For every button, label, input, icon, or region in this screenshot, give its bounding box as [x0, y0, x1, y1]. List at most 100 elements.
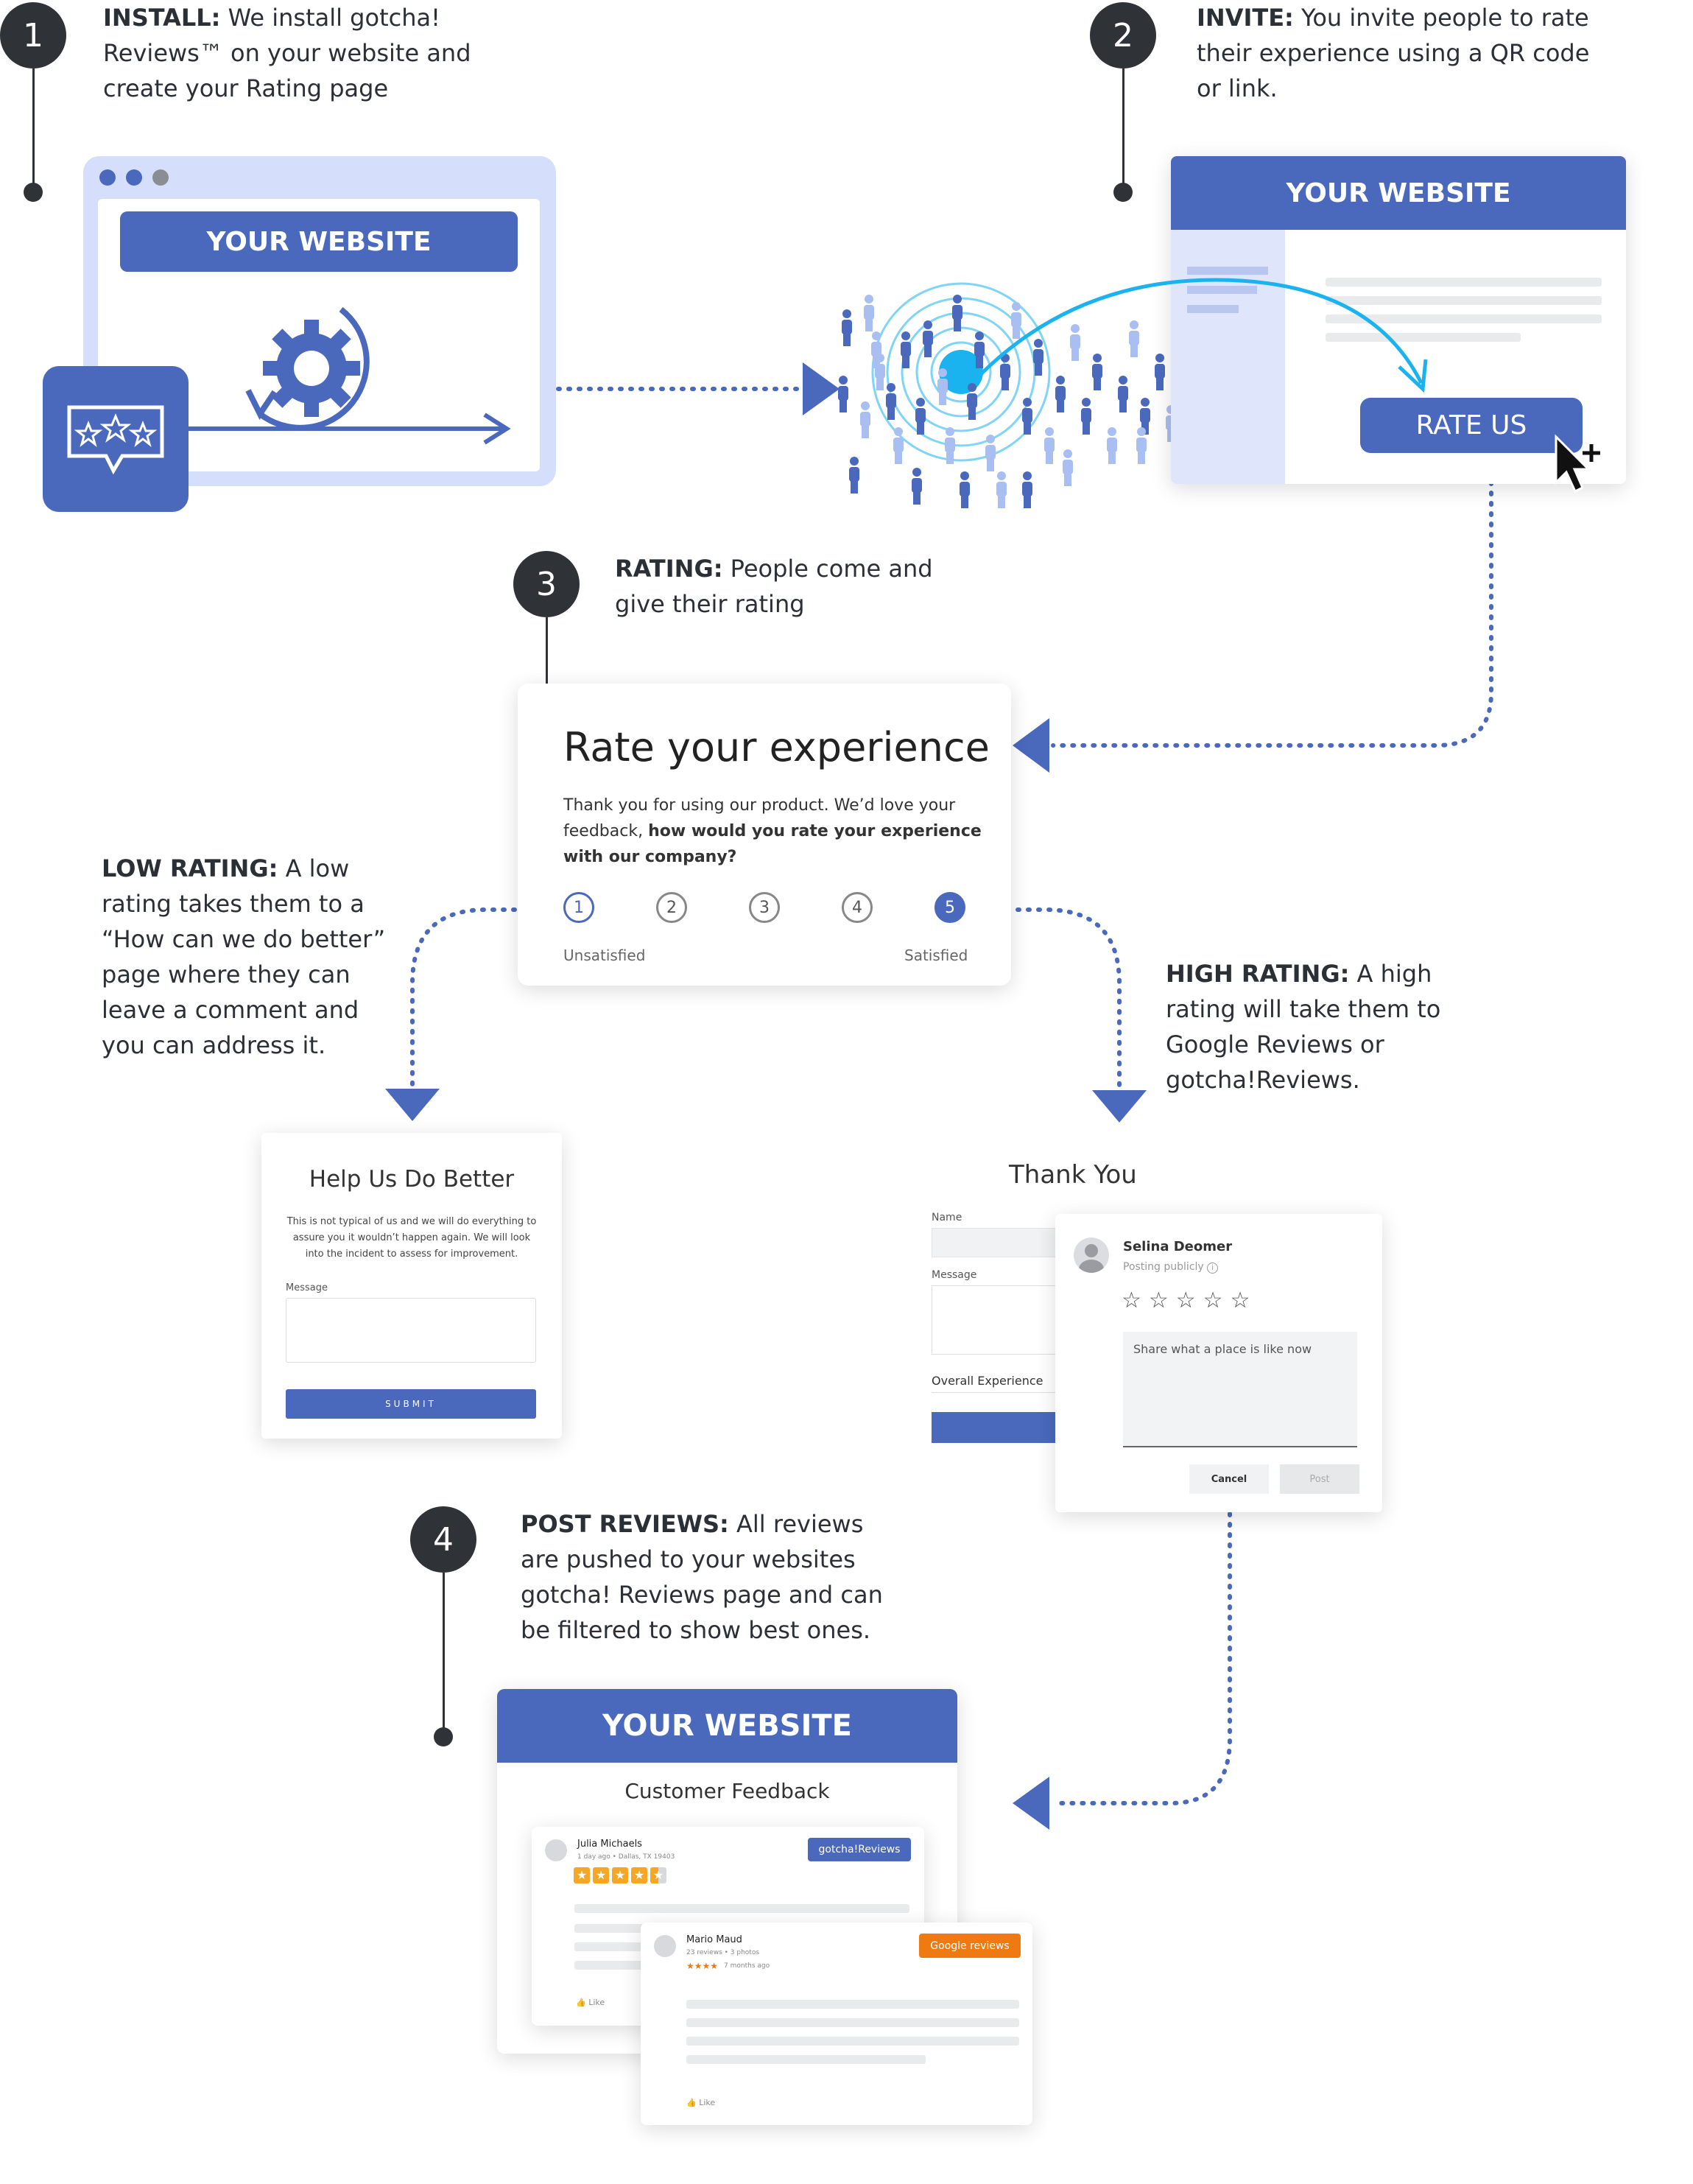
step-1-badge: 1	[0, 2, 66, 69]
reviewer-name: Mario Maud	[686, 1934, 742, 1945]
cancel-label: Cancel	[1211, 1473, 1247, 1485]
review-line	[686, 2000, 1019, 2009]
review-card-google: Mario Maud 23 reviews • 3 photos ★★★★ 7 …	[641, 1923, 1032, 2125]
person-icon	[1033, 339, 1043, 376]
step-4-text: POST REVIEWS: All reviews are pushed to …	[521, 1506, 904, 1648]
review-line	[574, 1961, 648, 1970]
customer-feedback-title: Customer Feedback	[624, 1779, 830, 1803]
high-rating-description: A high rating will take them to Google R…	[1166, 960, 1441, 1094]
person-icon	[1081, 398, 1091, 435]
step-1-line	[32, 69, 35, 186]
content-line	[1326, 315, 1602, 323]
website-banner: YOUR WEBSITE	[1171, 156, 1626, 230]
help-message-input[interactable]	[286, 1298, 536, 1363]
connector-high-rating	[964, 907, 1122, 1091]
rate-us-button[interactable]: RATE US	[1360, 398, 1583, 453]
star-tile: ★	[650, 1867, 666, 1883]
step-2-badge: 2	[1090, 2, 1156, 69]
person-icon	[1070, 324, 1080, 361]
step-number: 3	[536, 565, 557, 603]
review-line	[574, 1924, 648, 1933]
review-rating-row: ★★★★ 7 months ago	[686, 1961, 770, 1971]
thumbs-up-icon: 👍	[576, 1998, 586, 2007]
person-icon	[912, 468, 922, 505]
step-title: INSTALL:	[103, 4, 221, 32]
like-button[interactable]: 👍 Like	[686, 2098, 715, 2107]
step-description: You invite people to rate their experien…	[1197, 4, 1590, 102]
person-icon	[1063, 449, 1073, 486]
person-icon	[1107, 427, 1117, 464]
person-icon	[1022, 398, 1032, 435]
rate-card-question: how would you rate your experience with …	[563, 822, 982, 866]
overall-experience-label: Overall Experience	[932, 1374, 1043, 1388]
review-line	[686, 2037, 1019, 2046]
rating-option-label: 4	[852, 898, 862, 917]
person-icon	[1092, 354, 1102, 390]
step-title: INVITE:	[1197, 4, 1294, 32]
website-title: YOUR WEBSITE	[602, 1709, 852, 1743]
rating-option-3[interactable]: 3	[749, 892, 780, 923]
review-time: 7 months ago	[724, 1962, 770, 1970]
rating-low-label: Unsatisfied	[563, 947, 646, 964]
website-banner: YOUR WEBSITE	[120, 211, 518, 272]
rating-option-1[interactable]: 1	[563, 892, 594, 923]
person-icon	[945, 427, 955, 464]
review-placeholder: Share what a place is like now	[1133, 1342, 1312, 1356]
arrow-head-post	[1013, 1777, 1049, 1830]
rating-stars-chat-icon	[67, 405, 164, 475]
step-3-badge: 3	[513, 551, 580, 617]
step-2-text: INVITE: You invite people to rate their …	[1197, 0, 1609, 106]
review-meta: 23 reviews • 3 photos	[686, 1949, 760, 1956]
post-label: Post	[1309, 1473, 1330, 1485]
person-icon	[967, 383, 977, 420]
sidebar-line	[1187, 305, 1239, 313]
step-3-text: RATING: People come and give their ratin…	[615, 551, 939, 622]
rating-option-label: 1	[574, 898, 584, 917]
connector-invite-rating	[1051, 480, 1493, 748]
step-4-line	[443, 1573, 445, 1731]
person-icon	[937, 368, 948, 405]
step-number: 1	[23, 16, 43, 55]
invite-arc-arrow	[978, 278, 1428, 393]
cursor-icon	[1555, 434, 1600, 494]
rate-us-label: RATE US	[1415, 410, 1527, 440]
review-line	[686, 2018, 1019, 2027]
person-icon	[1055, 376, 1066, 412]
review-popup: Selina Deomer Posting publicly i ☆☆☆☆☆ S…	[1055, 1214, 1382, 1512]
star-rating-input[interactable]: ☆☆☆☆☆	[1122, 1288, 1258, 1313]
review-textarea[interactable]: Share what a place is like now	[1123, 1332, 1357, 1447]
badge-label: gotcha!Reviews	[818, 1844, 901, 1855]
step-description: All reviews are pushed to your websites …	[521, 1510, 883, 1644]
window-dot	[152, 169, 169, 186]
star-tile: ★	[612, 1867, 628, 1883]
rating-option-5[interactable]: 5	[935, 892, 965, 923]
content-line	[1326, 333, 1521, 342]
website-title: YOUR WEBSITE	[206, 226, 432, 257]
window-dot	[99, 169, 116, 186]
submit-button[interactable]: SUBMIT	[286, 1389, 536, 1419]
person-icon	[996, 471, 1007, 508]
step-description: We install gotcha! Reviews™ on your webs…	[103, 4, 471, 102]
post-button[interactable]: Post	[1280, 1464, 1359, 1494]
rate-card-body-text: Thank you for using our product. We’d lo…	[563, 796, 956, 840]
reviewer-name: Julia Michaels	[577, 1839, 642, 1850]
step-description: People come and give their rating	[615, 555, 933, 618]
content-line	[1326, 296, 1602, 305]
like-button[interactable]: 👍 Like	[576, 1998, 605, 2007]
step-number: 2	[1113, 16, 1133, 55]
low-rating-description: A low rating takes them to a “How can we…	[102, 854, 386, 1059]
person-icon	[860, 401, 870, 438]
sidebar-line	[1187, 267, 1268, 275]
person-icon	[1011, 302, 1021, 339]
info-icon[interactable]: i	[1207, 1263, 1219, 1274]
rating-option-2[interactable]: 2	[656, 892, 687, 923]
cancel-button[interactable]: Cancel	[1189, 1464, 1269, 1494]
website-title: YOUR WEBSITE	[1286, 178, 1511, 208]
person-icon	[893, 427, 904, 464]
browser-window-invite: YOUR WEBSITE RATE US	[1171, 156, 1626, 484]
step-3-line	[546, 617, 548, 713]
person-icon	[849, 457, 859, 494]
rate-card-title: Rate your experience	[563, 724, 990, 770]
rating-option-4[interactable]: 4	[842, 892, 873, 923]
window-dot	[126, 169, 142, 186]
